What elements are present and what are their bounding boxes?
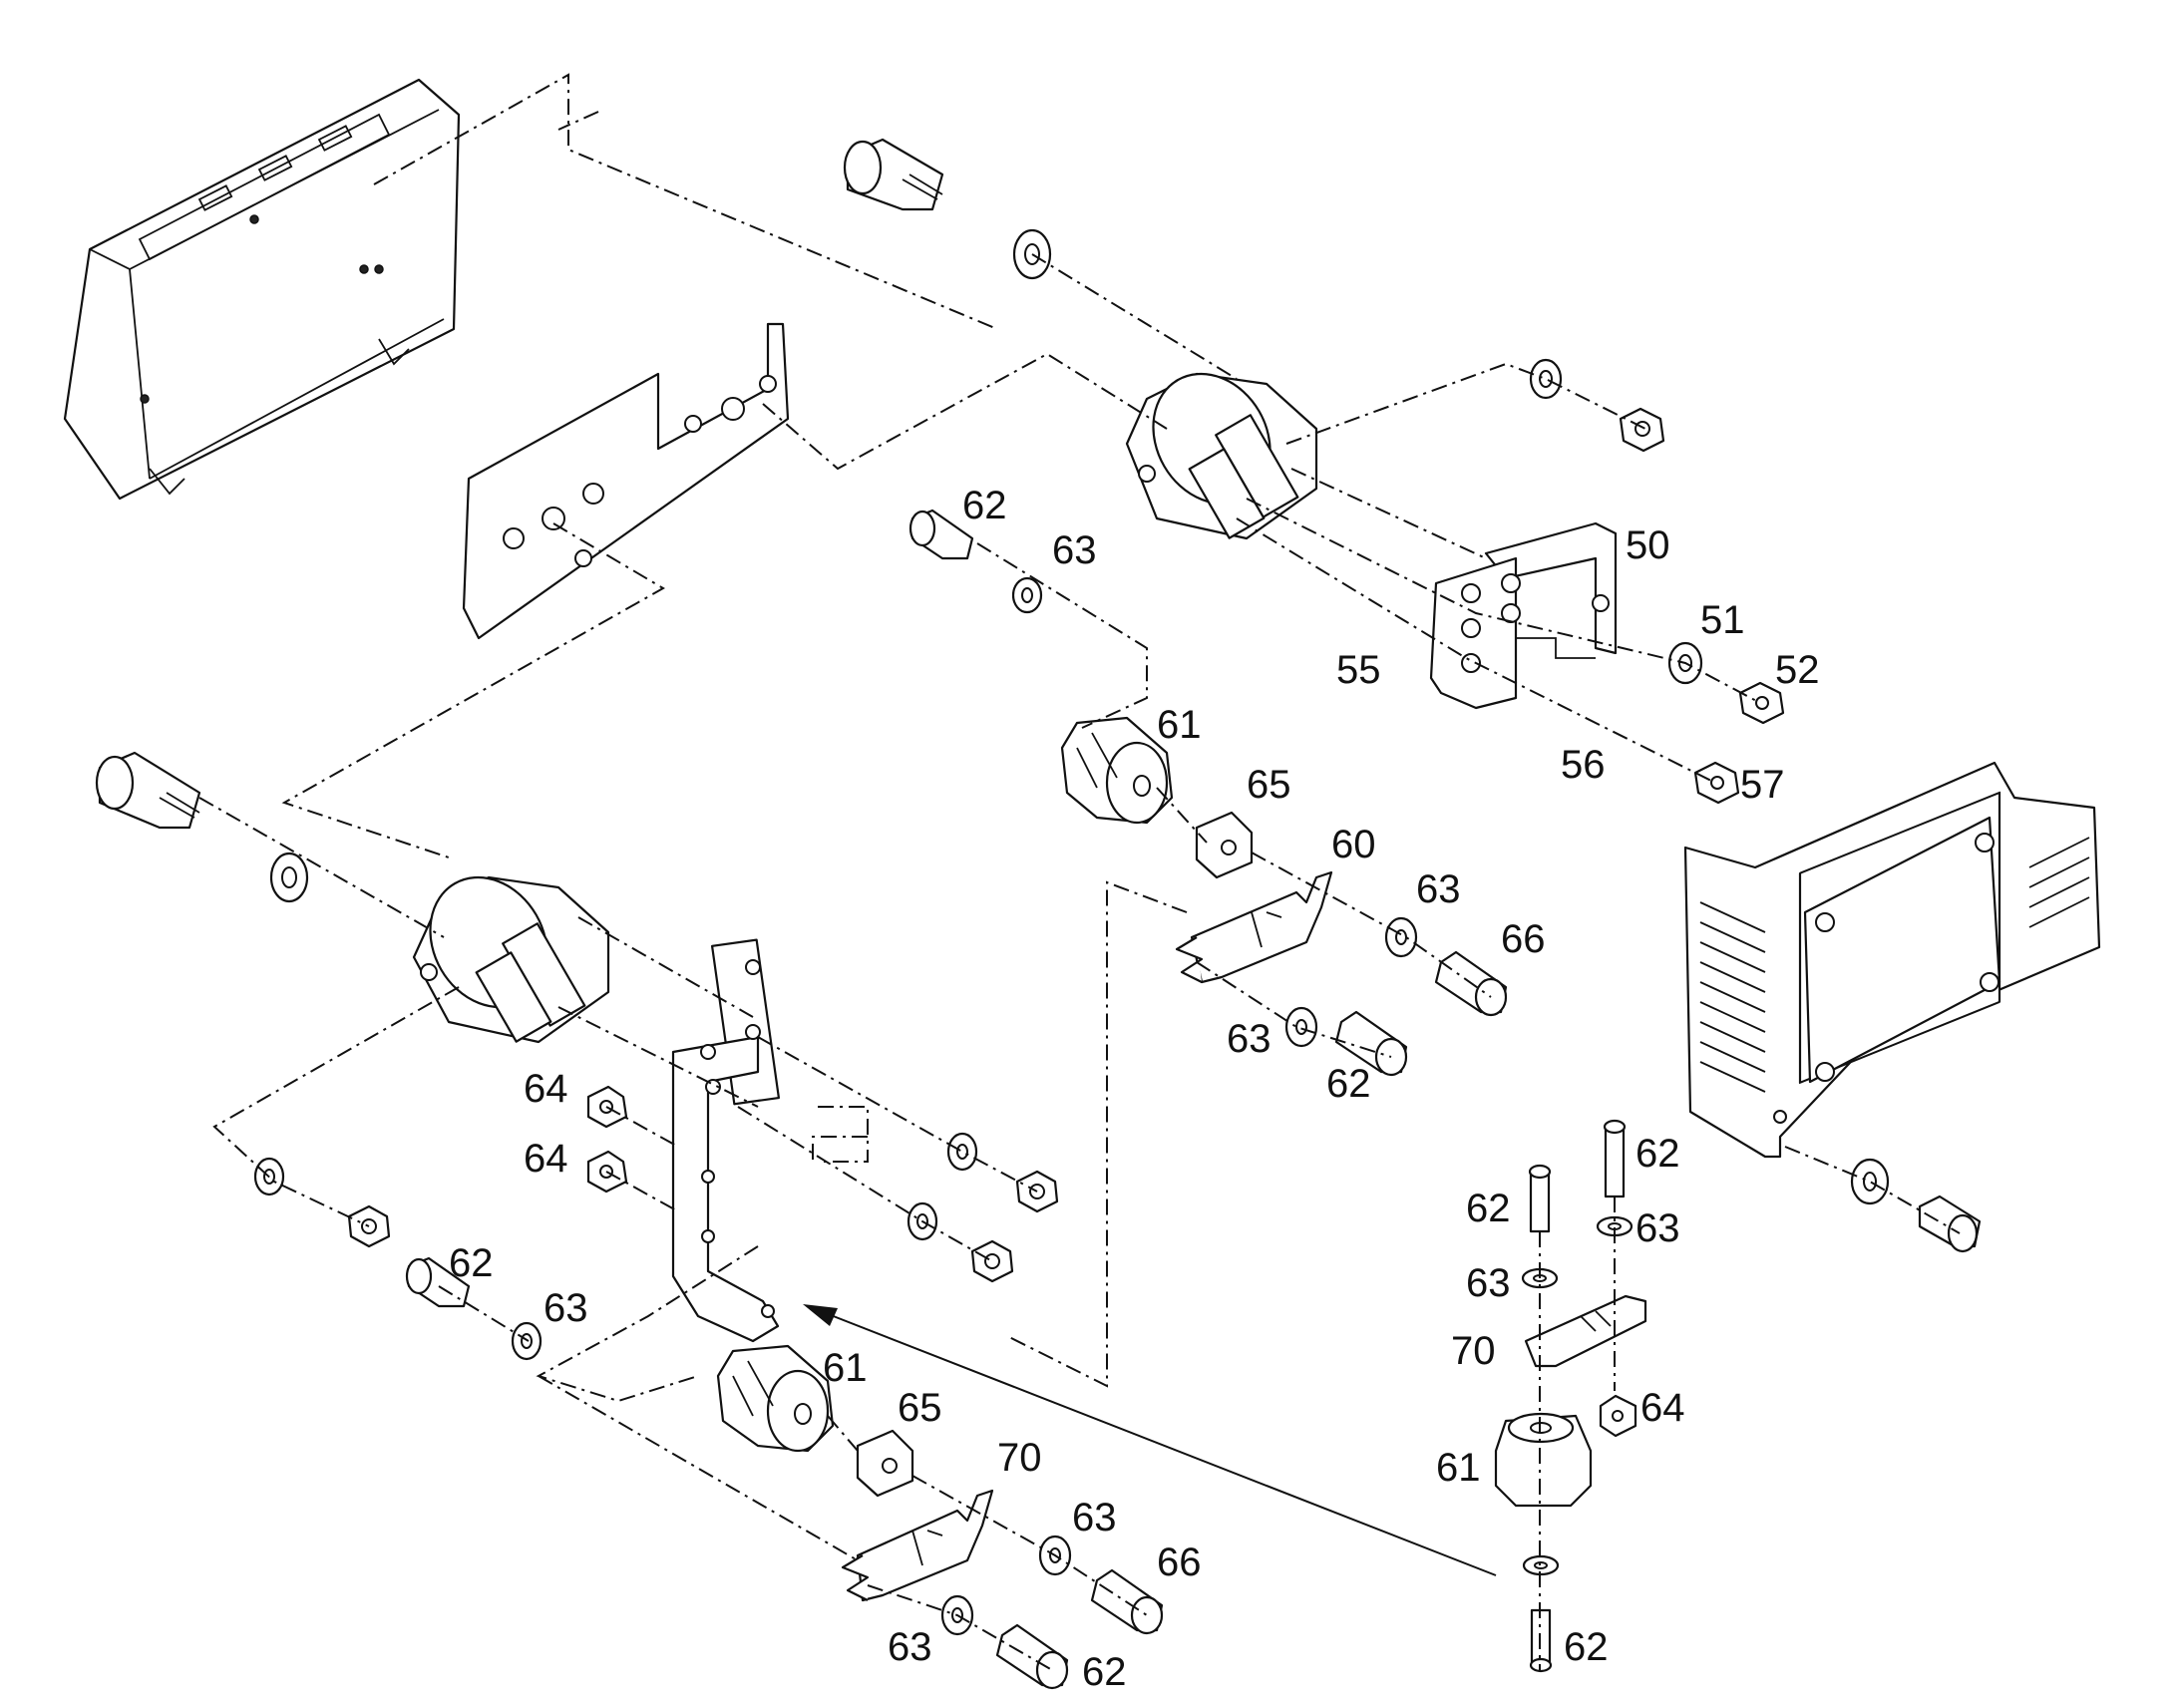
callout-65-lower: 65 <box>898 1386 942 1430</box>
upper-spacer-65 <box>1195 811 1254 879</box>
callout-63-lower: 63 <box>544 1286 588 1330</box>
bracket-nuts-64 <box>586 1085 628 1194</box>
lower-washers-63-screws-66-62 <box>940 1535 1164 1690</box>
cover-panel <box>1683 761 2101 1159</box>
assembly-arrow <box>803 1304 1497 1576</box>
upper-washers-63-screws-66-62 <box>1284 916 1508 1077</box>
lower-spacer-65 <box>856 1429 914 1498</box>
callout-62-stack-bottom: 62 <box>1564 1625 1609 1669</box>
callout-labels: 50 51 52 55 56 57 60 61 61 61 62 62 62 6… <box>449 484 1820 1694</box>
callout-55: 55 <box>1336 648 1381 692</box>
bracket-50-55 <box>1429 521 1618 710</box>
upper-relay <box>1125 372 1318 540</box>
callout-63-upper-clip-left: 63 <box>1227 1017 1272 1061</box>
callout-62-upper-clip: 62 <box>1326 1062 1371 1106</box>
right-washers-nuts <box>907 1132 1059 1283</box>
callout-63-upper: 63 <box>1052 528 1097 572</box>
callout-62-upper: 62 <box>962 484 1007 527</box>
stack-isolator-61 <box>1494 1412 1593 1508</box>
washer-51-nut-52 <box>1667 641 1785 725</box>
callout-63-stack-right: 63 <box>1635 1206 1680 1250</box>
upper-clip-60 <box>1175 870 1333 984</box>
callout-64-upper: 64 <box>524 1067 568 1111</box>
callout-62-lower-clip: 62 <box>1082 1650 1127 1694</box>
panel-washer-screw <box>1850 1158 1982 1253</box>
callout-66-lower: 66 <box>1157 1540 1202 1584</box>
stack-bottom-washer-screw <box>1522 1554 1560 1673</box>
upper-screw-62-washer-63 <box>908 509 1043 614</box>
enclosure-housing <box>63 78 461 501</box>
nut-57 <box>1693 761 1740 805</box>
lower-bolt <box>95 751 309 903</box>
mounting-plate <box>462 322 790 640</box>
callout-70-lower: 70 <box>997 1436 1042 1480</box>
callout-62-lower: 62 <box>449 1241 494 1285</box>
callout-56: 56 <box>1561 743 1606 787</box>
lower-relay <box>412 875 610 1044</box>
callout-70-stack: 70 <box>1451 1329 1496 1373</box>
left-washer-nut <box>253 1157 391 1248</box>
lower-clip-70 <box>841 1489 994 1602</box>
callout-62-stack-left: 62 <box>1466 1187 1511 1230</box>
callout-63-lower-clip-left: 63 <box>888 1625 932 1669</box>
callout-64-stack: 64 <box>1640 1386 1685 1430</box>
callout-63-upper-clip-right: 63 <box>1416 867 1461 911</box>
lower-isolator-61 <box>716 1344 835 1453</box>
callout-64-lower: 64 <box>524 1137 568 1181</box>
callout-61-stack: 61 <box>1436 1446 1481 1490</box>
stack-clip-70 <box>1524 1294 1647 1368</box>
callout-63-lower-clip-right: 63 <box>1072 1496 1117 1539</box>
upper-isolator-61 <box>1060 716 1174 825</box>
callout-66-upper: 66 <box>1501 917 1546 961</box>
callout-50: 50 <box>1626 523 1670 567</box>
callout-61-lower: 61 <box>823 1346 868 1390</box>
vertical-bracket <box>671 938 781 1343</box>
callout-60: 60 <box>1331 823 1376 866</box>
callout-51: 51 <box>1700 598 1745 642</box>
callout-65-upper: 65 <box>1247 763 1291 807</box>
callout-62-stack-right: 62 <box>1635 1132 1680 1176</box>
callout-61-upper: 61 <box>1157 703 1202 747</box>
callout-52: 52 <box>1775 648 1820 692</box>
callout-57: 57 <box>1740 763 1785 807</box>
upper-relay-washer-nut <box>1529 358 1665 453</box>
stack-nut-64 <box>1599 1394 1637 1438</box>
callout-63-stack-left: 63 <box>1466 1261 1511 1305</box>
upper-bolt <box>843 138 1052 280</box>
leader-lines <box>198 73 1961 1671</box>
